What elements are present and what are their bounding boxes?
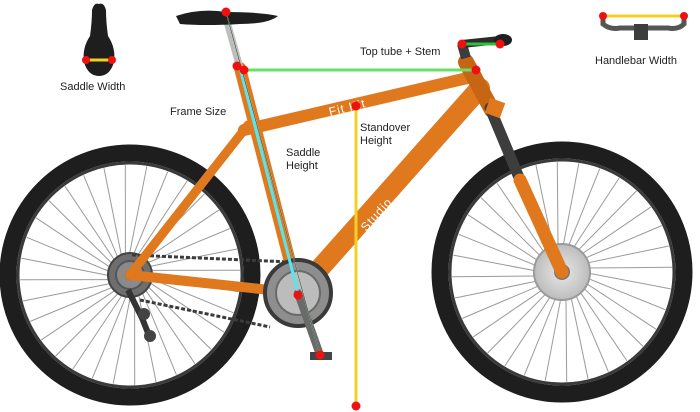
spoke (128, 166, 147, 263)
standover-label-line1: Standover (360, 122, 410, 134)
ground-marker (352, 402, 361, 411)
spoke (36, 218, 118, 273)
frame-brand-text: Fit Kit (327, 96, 367, 119)
head-tube-marker (472, 66, 481, 75)
spoke (132, 181, 187, 263)
front-fork (485, 98, 562, 272)
spoke (21, 258, 118, 277)
spoke (113, 287, 132, 384)
bottom-bracket-marker (294, 291, 303, 300)
spoke (23, 282, 120, 301)
saddle-height-label-line1: Saddle (286, 147, 320, 159)
standover-label-line2: Height (360, 135, 392, 147)
stem-start-marker (458, 40, 467, 49)
handlebar-width-inset (599, 12, 688, 40)
saddle-width-inset (82, 4, 116, 76)
saddle-width-label: Saddle Width (60, 81, 125, 93)
handlebar-stem-icon (634, 24, 648, 40)
saddle-top-icon (84, 4, 115, 76)
top-tube-stem-label: Top tube + Stem (360, 46, 440, 58)
seatpost (226, 18, 240, 68)
saddle-top-marker (222, 8, 231, 17)
stem-and-handlebar (462, 34, 512, 58)
saddle-height-label-line2: Height (286, 160, 318, 172)
spoke (104, 168, 123, 265)
top-tube-start-marker (240, 66, 249, 75)
stem-end-marker (496, 40, 505, 49)
pedal-marker (316, 351, 325, 360)
handlebar-width-label: Handlebar Width (595, 55, 677, 67)
spoke (73, 287, 128, 369)
standover-top-marker (352, 102, 361, 111)
frame-size-label: Frame Size (170, 106, 226, 118)
